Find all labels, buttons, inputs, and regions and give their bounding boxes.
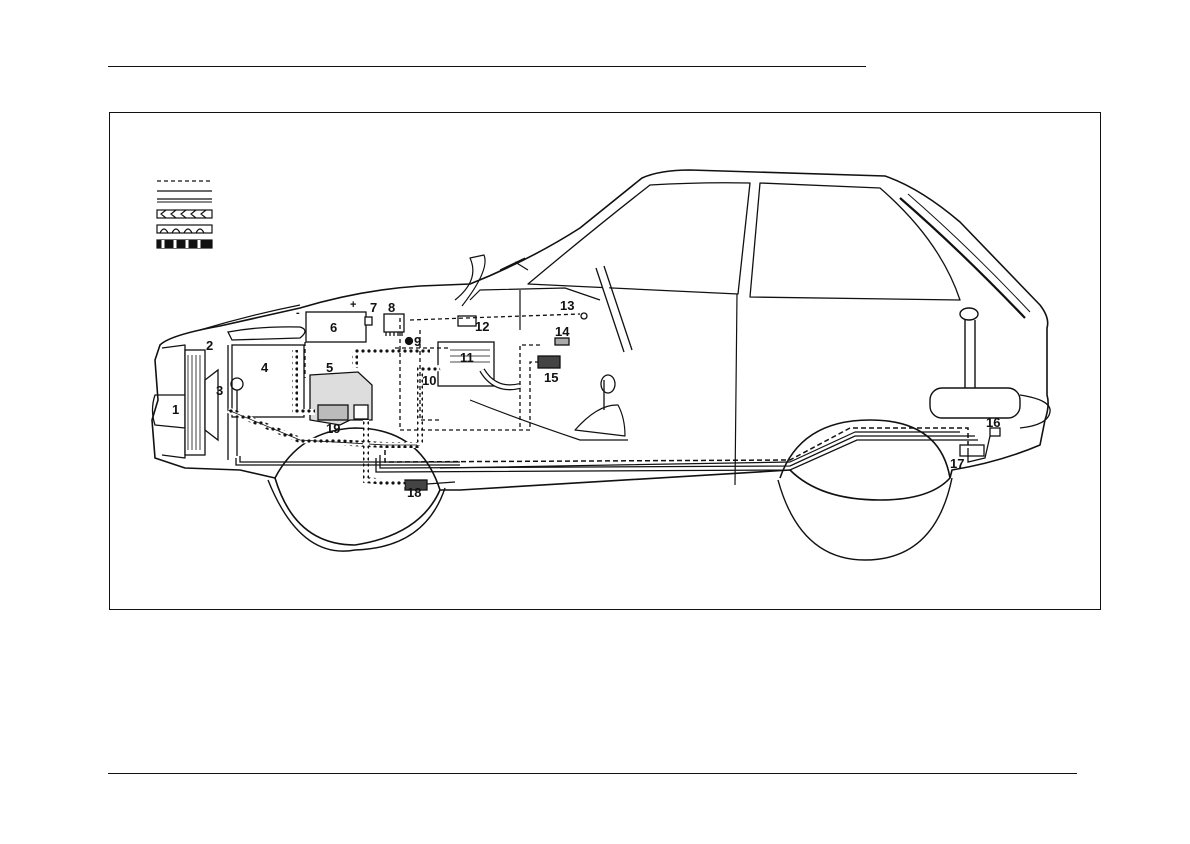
callout-12: 12 [475, 319, 489, 334]
callout-7: 7 [370, 300, 377, 315]
battery-positive-terminal: + [350, 299, 356, 311]
callout-19: 19 [326, 421, 340, 436]
callout-6: 6 [330, 320, 337, 335]
callout-16: 16 [986, 415, 1000, 430]
engine-components [185, 312, 1000, 490]
battery-negative-terminal: - [296, 307, 300, 319]
callout-5: 5 [326, 360, 333, 375]
callout-11: 11 [460, 350, 474, 365]
legend-heavy-line [157, 240, 212, 248]
callout-4: 4 [261, 360, 269, 375]
car-body [152, 170, 1050, 560]
line-legend [157, 181, 212, 248]
control-module [384, 314, 404, 332]
callout-2: 2 [206, 338, 213, 353]
callout-1: 1 [172, 402, 179, 417]
callout-13: 13 [560, 298, 574, 313]
callout-14: 14 [555, 324, 570, 339]
callout-3: 3 [216, 383, 223, 398]
callout-9: 9 [414, 334, 421, 349]
callout-18: 18 [407, 485, 421, 500]
callout-15: 15 [544, 370, 558, 385]
callout-8: 8 [388, 300, 395, 315]
callout-17: 17 [950, 456, 964, 471]
callout-10: 10 [422, 373, 436, 388]
